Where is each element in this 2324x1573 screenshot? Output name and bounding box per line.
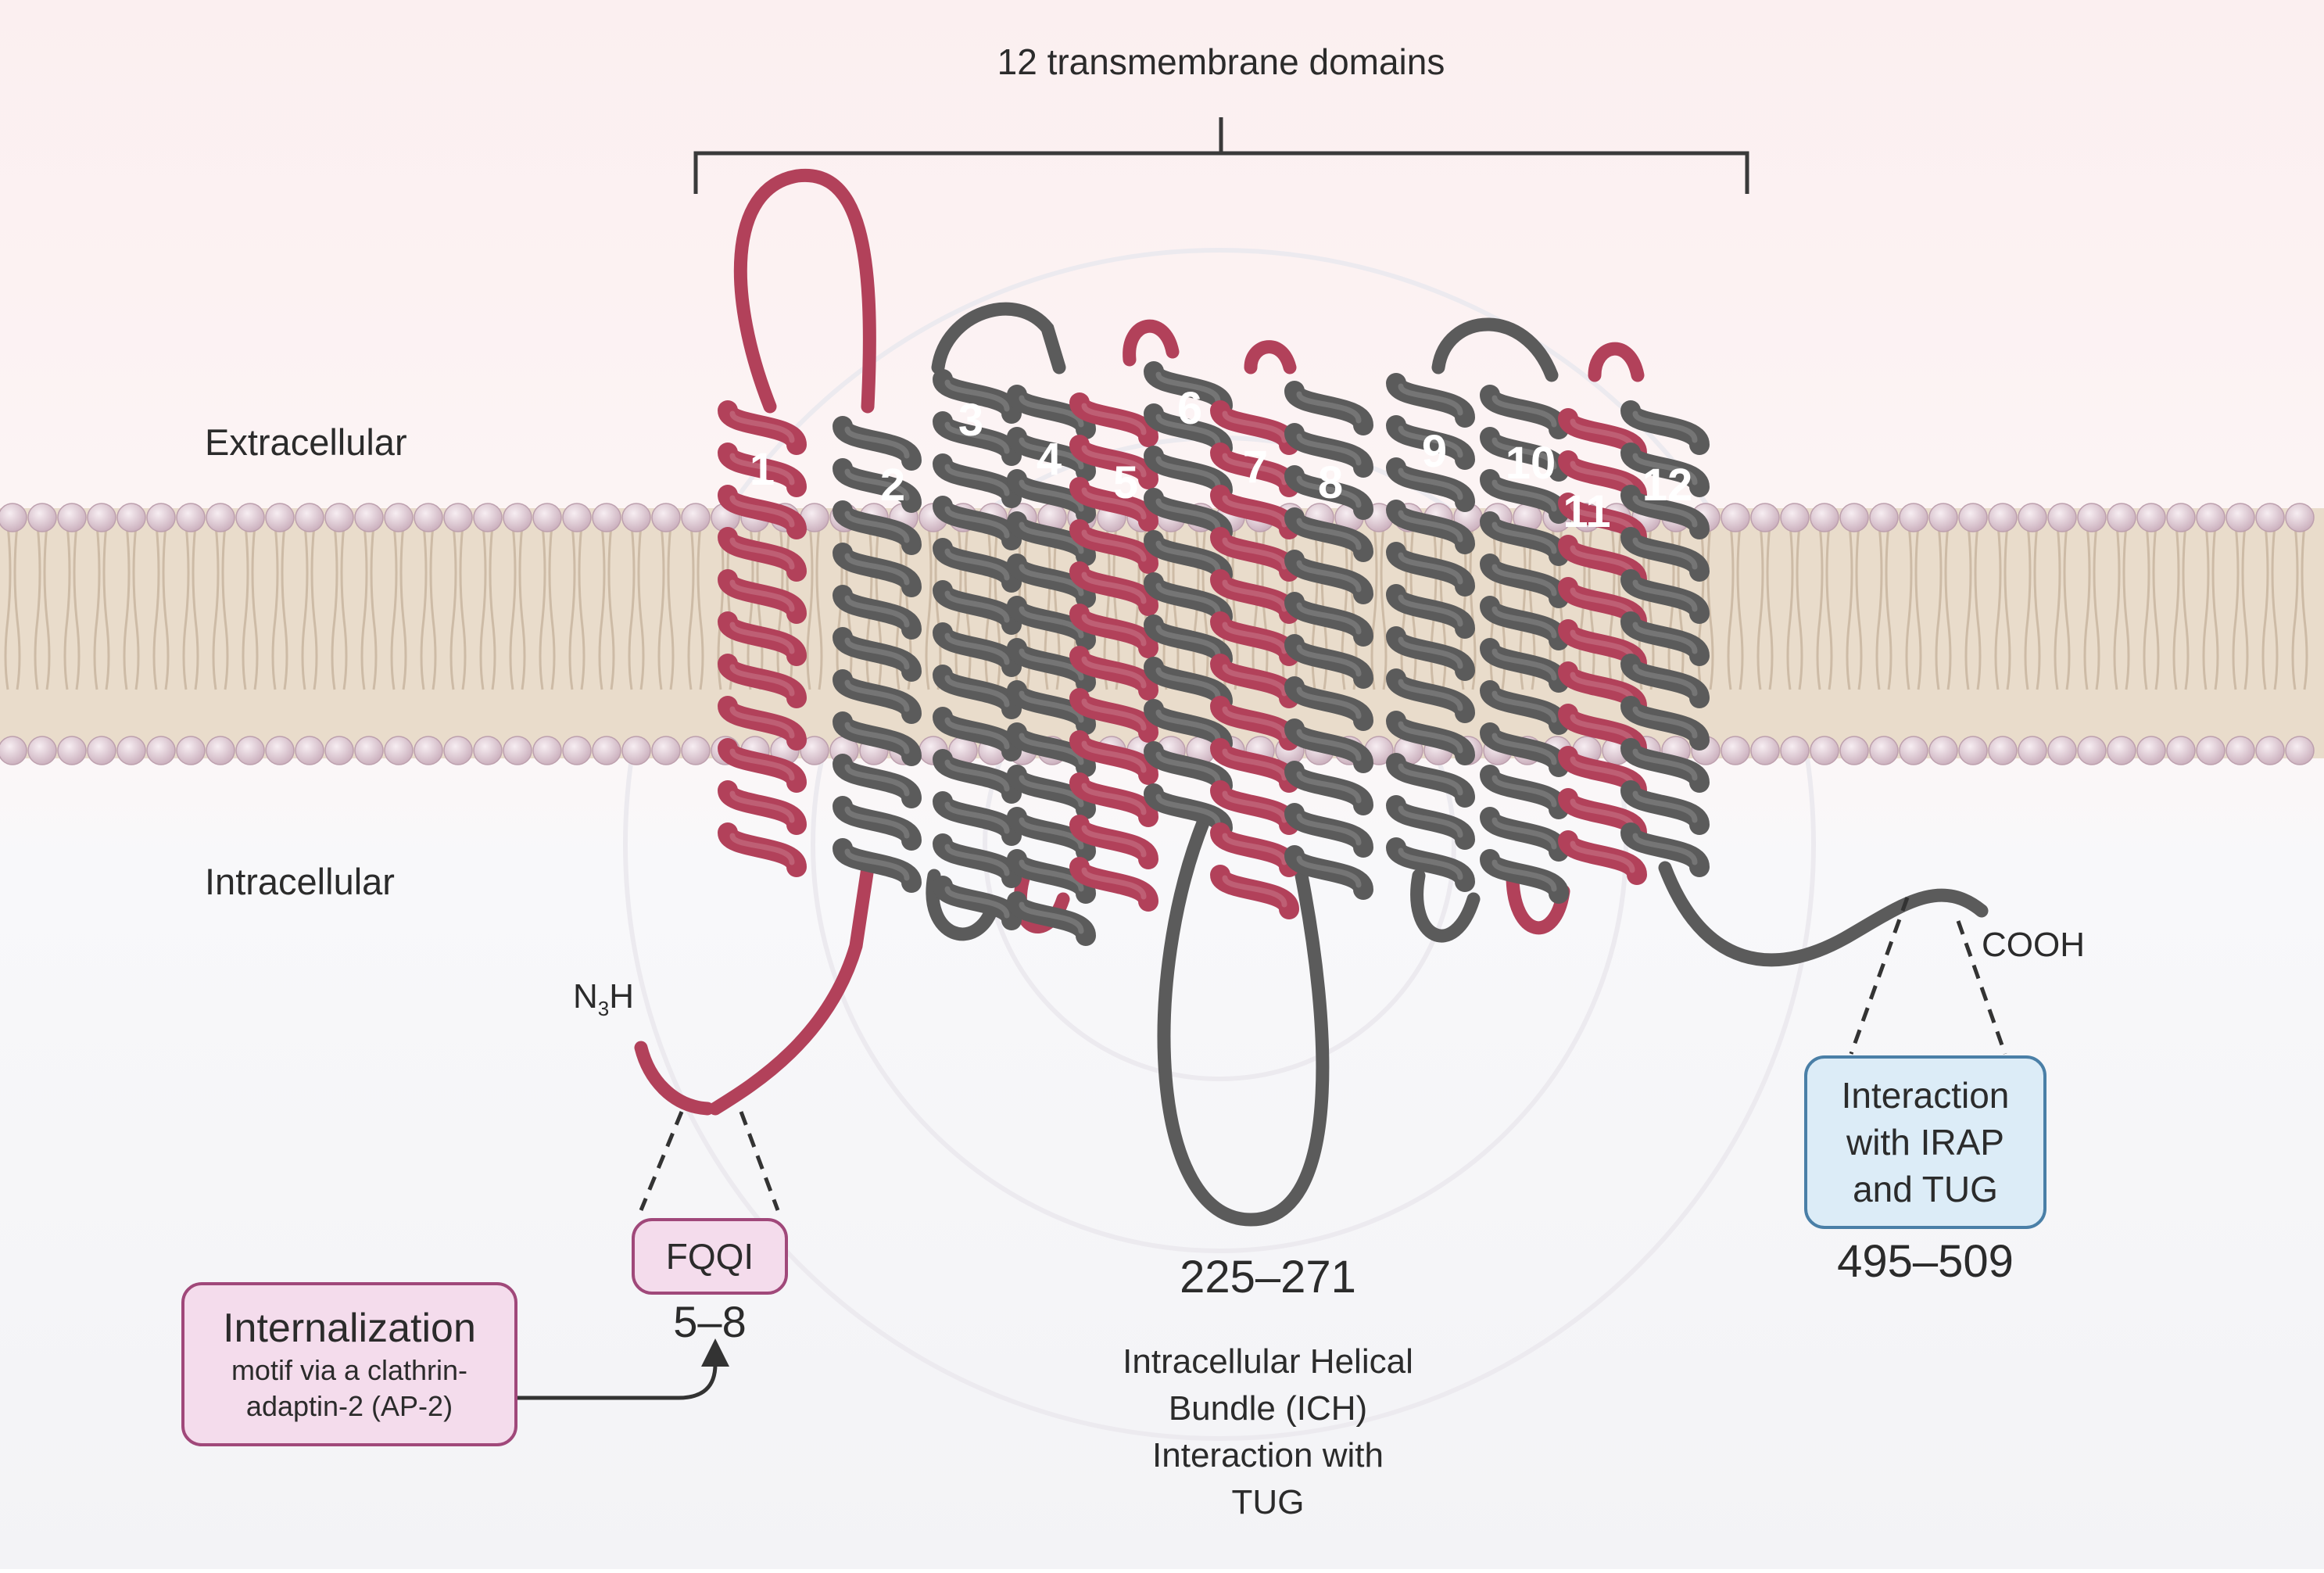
helix-8: 8	[1284, 381, 1373, 900]
irap-line1: Interaction	[1841, 1075, 2010, 1116]
ich-loop	[1157, 814, 1330, 1227]
n-terminus-main: N	[573, 977, 598, 1016]
extracellular-label: Extracellular	[205, 421, 407, 463]
n-terminus-sub: 3	[597, 996, 610, 1020]
internalization-title: Internalization	[223, 1306, 476, 1351]
helix-label-1: 1	[750, 444, 775, 495]
helix-10: 10	[1480, 385, 1569, 904]
helix-label-2: 2	[880, 460, 905, 511]
fqqi-label: FQQI	[665, 1236, 754, 1277]
irap-tug-box: Interaction with IRAP and TUG	[1804, 1055, 2046, 1229]
diagram-title: 12 transmembrane domains	[997, 41, 1445, 82]
helix-label-10: 10	[1506, 438, 1556, 489]
loop-11-12	[1588, 342, 1645, 382]
ich-line4: TUG	[1231, 1483, 1305, 1521]
loop-7-8	[1244, 340, 1297, 374]
internalization-line2: adaptin-2 (AP-2)	[245, 1390, 453, 1422]
helix-label-3: 3	[958, 395, 983, 446]
arrow-head-icon	[701, 1338, 729, 1367]
loop-5-6	[1123, 319, 1180, 367]
intracellular-label: Intracellular	[205, 861, 395, 902]
n-terminus-label: N3H	[573, 977, 634, 1021]
ich-line3: Interaction with	[1152, 1436, 1384, 1474]
ich-description: Intracellular Helical Bundle (ICH) Inter…	[1123, 1338, 1413, 1526]
irap-line2: with IRAP	[1846, 1122, 2004, 1163]
helix-label-5: 5	[1113, 457, 1138, 508]
n-terminus-end: H	[609, 977, 635, 1016]
n-terminal-end	[634, 1041, 714, 1116]
irap-line3: and TUG	[1853, 1169, 1998, 1209]
loop-8-9	[1410, 869, 1481, 943]
helix-label-12: 12	[1642, 460, 1693, 511]
loop-3-4	[931, 302, 1066, 374]
fqqi-range: 5–8	[673, 1297, 747, 1346]
helix-9: 9	[1386, 373, 1475, 892]
loop-2-3	[926, 869, 1000, 941]
c-terminus-label: COOH	[1982, 926, 2085, 964]
helix-2: 2	[833, 416, 922, 893]
n-terminal-tail	[708, 861, 875, 1116]
helix-5: 5	[1069, 392, 1158, 912]
fqqi-motif-box: FQQI	[632, 1218, 788, 1295]
helix-label-9: 9	[1422, 426, 1447, 477]
loop-1-2	[733, 168, 876, 414]
ich-line1: Intracellular Helical	[1123, 1342, 1413, 1381]
ich-line2: Bundle (ICH)	[1168, 1389, 1368, 1428]
c-terminal-tail	[1658, 861, 1989, 967]
helix-12: 12	[1620, 400, 1710, 877]
loop-9-10	[1431, 317, 1559, 382]
helix-label-6: 6	[1177, 383, 1202, 434]
helix-4: 4	[1007, 385, 1096, 946]
ich-range: 225–271	[1180, 1252, 1356, 1302]
helix-label-8: 8	[1318, 457, 1343, 508]
loop-10-11	[1506, 869, 1570, 935]
helix-label-11: 11	[1563, 486, 1610, 537]
helix-label-7: 7	[1243, 442, 1268, 493]
internalization-line1: motif via a clathrin-	[231, 1354, 468, 1386]
helix-1: 1	[718, 400, 807, 877]
helix-6: 6	[1144, 361, 1233, 838]
irap-range: 495–509	[1837, 1236, 2014, 1287]
helix-label-4: 4	[1037, 434, 1062, 485]
motif-connectors	[516, 897, 2007, 1400]
domain-bracket	[693, 117, 1749, 194]
internalization-box: Internalization motif via a clathrin- ad…	[181, 1282, 517, 1446]
helix-3: 3	[933, 369, 1022, 930]
